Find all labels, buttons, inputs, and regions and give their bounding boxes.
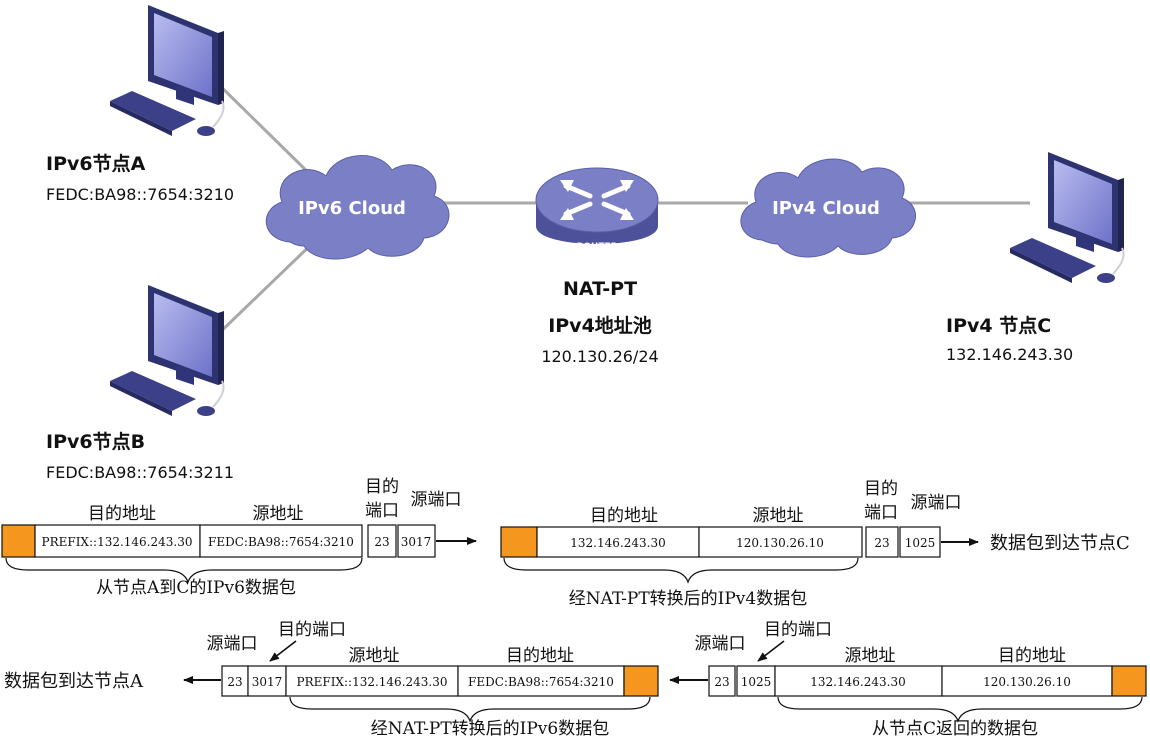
packet-translated-ipv4: 目的地址 源地址 目的 端口 源端口 132.146.243.30 120.13…	[500, 479, 1130, 609]
p1-src-cell	[199, 524, 363, 558]
p4-header-block	[1111, 665, 1147, 697]
p4-dst-value: 120.130.26.10	[983, 675, 1071, 689]
p2-brace	[503, 557, 859, 584]
p3-src-cell	[285, 665, 459, 697]
node-a-name: IPv6节点A	[46, 153, 146, 175]
p1-sport-cell	[397, 524, 436, 558]
p4-src-value: 132.146.243.30	[810, 675, 905, 689]
p1-sport-value: 3017	[401, 535, 432, 549]
p2-caption: 经NAT-PT转换后的IPv4数据包	[569, 589, 807, 609]
node-c-name: IPv4 节点C	[946, 315, 1051, 337]
p3-dst-value: FEDC:BA98::7654:3210	[468, 675, 614, 689]
p3-dst-cell	[457, 665, 625, 697]
p4-src-label: 源地址	[845, 646, 896, 666]
p3-caption: 经NAT-PT转换后的IPv6数据包	[371, 719, 609, 739]
natpt-pool: 120.130.26/24	[541, 347, 658, 366]
p1-dst-cell	[34, 524, 201, 558]
node-c-address: 132.146.243.30	[946, 345, 1073, 364]
p3-arrival: 数据包到达节点A	[4, 671, 144, 692]
p4-dst-cell	[941, 665, 1113, 697]
p2-src-label: 源地址	[753, 506, 804, 526]
p1-dport-cell	[367, 524, 397, 558]
p3-header-block	[623, 665, 659, 697]
node-a-address: FEDC:BA98::7654:3210	[46, 185, 234, 204]
p2-dport-cell	[865, 526, 899, 558]
p1-dst-label: 目的地址	[88, 504, 156, 524]
computer-a-icon	[109, 4, 225, 137]
p3-src-label: 源地址	[349, 646, 400, 666]
ipv4-cloud-label: IPv4 Cloud	[772, 198, 880, 219]
p2-dport-label-2: 端口	[864, 503, 898, 523]
p2-dst-value: 132.146.243.30	[570, 536, 665, 550]
p1-dport-value: 23	[374, 535, 389, 549]
p3-dport-value: 3017	[252, 675, 283, 689]
p3-dport-label: 目的端口	[278, 620, 346, 640]
packet-a-to-c: 目的地址 源地址 目的 端口 源端口 PREFIX::132.146.243.3…	[1, 477, 477, 598]
link-b-ipv6	[210, 234, 322, 342]
p3-dst-label: 目的地址	[506, 646, 574, 666]
p1-src-label: 源地址	[253, 504, 304, 524]
router-badge: ROUTER	[576, 242, 617, 252]
link-a-ipv6	[210, 76, 320, 184]
p3-sport-label: 源端口	[207, 634, 258, 654]
p1-header-block	[1, 524, 36, 558]
p2-dst-label: 目的地址	[590, 506, 658, 526]
p2-src-value: 120.130.26.10	[736, 536, 824, 550]
p4-sport-cell	[708, 665, 736, 697]
p2-sport-label: 源端口	[911, 493, 962, 513]
natpt-pool-label: IPv4地址池	[548, 314, 652, 337]
p3-sport-value: 23	[227, 675, 242, 689]
node-b-address: FEDC:BA98::7654:3211	[46, 463, 234, 482]
p4-dport-cell	[736, 665, 776, 697]
computer-b-icon	[109, 284, 225, 417]
ipv4-cloud-icon: IPv4 Cloud	[740, 158, 916, 258]
p3-dport-cell	[247, 665, 287, 697]
p1-dport-label-2: 端口	[365, 501, 399, 521]
p3-dport-pointer	[269, 640, 297, 662]
p4-dport-label: 目的端口	[764, 620, 832, 640]
packet-c-return: 源端口 目的端口 源地址 目的地址 23 1025 132.146.243.30…	[669, 620, 1147, 739]
router-icon: ROUTER	[535, 167, 659, 252]
p1-dst-value: PREFIX::132.146.243.30	[42, 535, 193, 549]
p3-src-value: PREFIX::132.146.243.30	[297, 675, 448, 689]
p4-caption: 从节点C返回的数据包	[872, 719, 1038, 739]
p4-dport-value: 1025	[741, 675, 772, 689]
p1-brace	[5, 557, 363, 584]
p4-brace	[777, 696, 1143, 723]
p3-sport-cell	[221, 665, 249, 697]
p4-dst-label: 目的地址	[998, 646, 1066, 666]
p1-dport-label-1: 目的	[365, 477, 399, 497]
p2-dport-value: 23	[874, 536, 889, 550]
p2-sport-cell	[899, 526, 941, 558]
p1-caption: 从节点A到C的IPv6数据包	[96, 578, 296, 598]
p4-dport-pointer	[757, 640, 785, 662]
p2-src-cell	[698, 526, 863, 558]
p2-header-block	[500, 526, 538, 558]
computer-c-icon	[1009, 151, 1125, 284]
ipv6-cloud-label: IPv6 Cloud	[298, 198, 406, 219]
p3-brace	[289, 696, 651, 723]
p1-src-value: FEDC:BA98::7654:3210	[208, 535, 354, 549]
node-b-name: IPv6节点B	[46, 431, 145, 453]
p4-sport-label: 源端口	[695, 634, 746, 654]
p2-sport-value: 1025	[905, 536, 936, 550]
p1-sport-label: 源端口	[411, 490, 462, 510]
p2-dport-label-1: 目的	[864, 479, 898, 499]
p4-src-cell	[774, 665, 943, 697]
p4-sport-value: 23	[714, 675, 729, 689]
p2-dst-cell	[536, 526, 700, 558]
p2-arrival: 数据包到达节点C	[990, 533, 1130, 554]
ipv6-cloud-icon: IPv6 Cloud	[265, 155, 450, 260]
packet-translated-ipv6: 源端口 目的端口 源地址 目的地址 23 3017 PREFIX::132.14…	[4, 620, 659, 739]
natpt-name: NAT-PT	[563, 278, 637, 300]
